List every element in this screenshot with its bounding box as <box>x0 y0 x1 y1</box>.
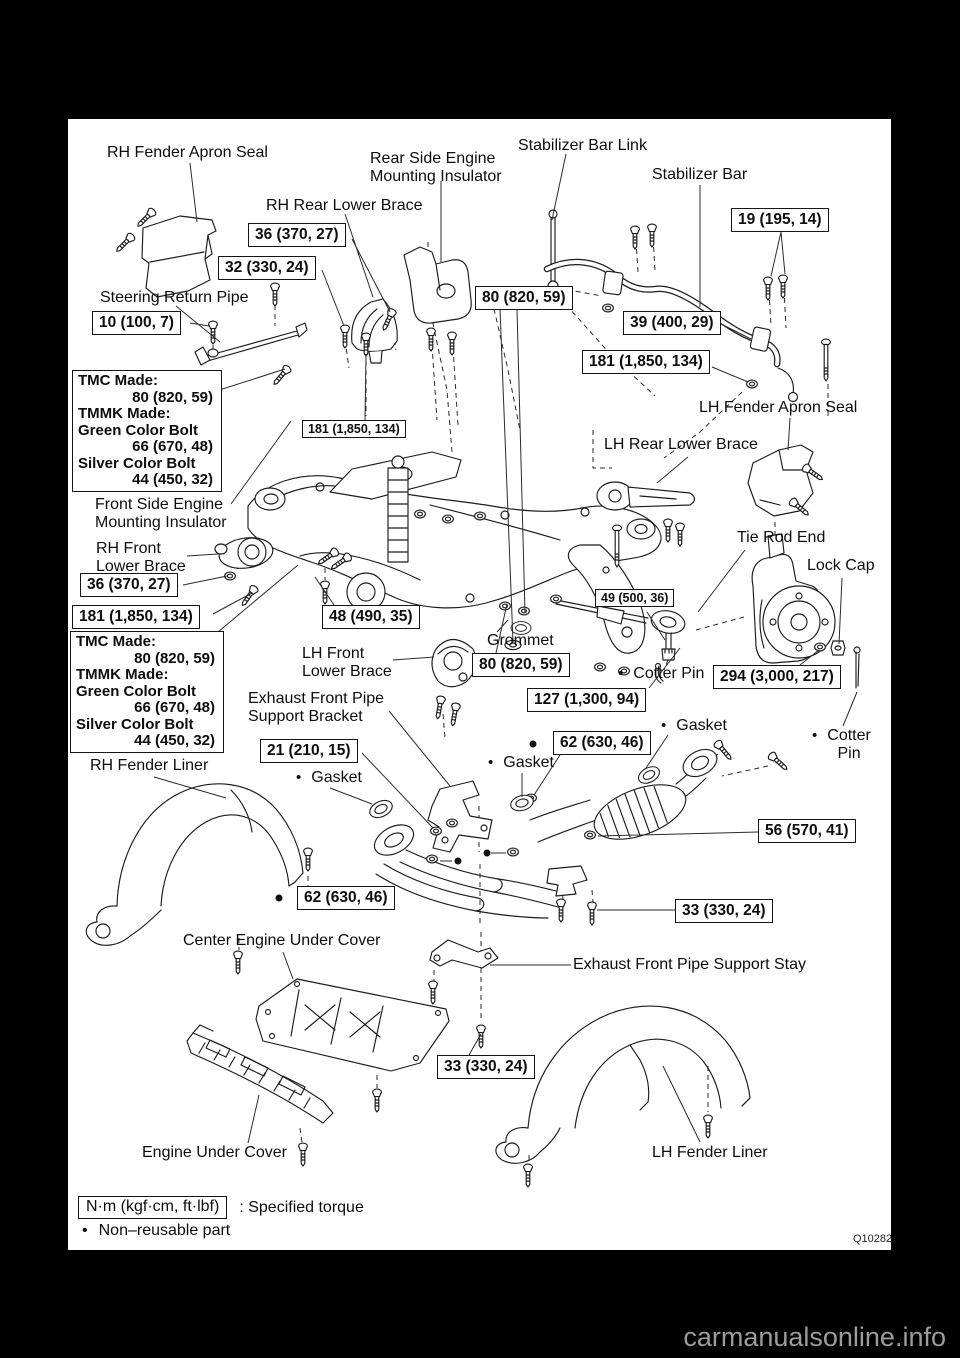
bolt-icon <box>523 1163 533 1188</box>
bolt-icon <box>426 327 436 352</box>
lh-front-lower-brace <box>431 638 477 688</box>
nut-icon <box>602 303 614 313</box>
nut-icon <box>594 662 606 672</box>
nut-icon <box>507 847 519 857</box>
bolt-icon <box>630 225 640 250</box>
bolt-icon <box>428 980 438 1005</box>
lh-fender-apron-seal <box>747 444 814 517</box>
bolt-icon <box>208 320 218 345</box>
nut-icon <box>426 854 438 864</box>
nut-icon <box>414 509 426 519</box>
grommet-icon <box>510 621 532 635</box>
steering-knuckle-rotor <box>751 533 861 689</box>
bolt-icon <box>298 1142 308 1167</box>
center-engine-under-cover <box>255 978 450 1072</box>
gasket-icon <box>635 762 663 788</box>
nut-icon <box>518 606 530 616</box>
rh-fender-liner <box>85 783 304 946</box>
exhaust-front-pipe-support-bracket <box>427 780 493 853</box>
nut-icon <box>814 642 826 652</box>
bolt-icon <box>303 847 313 872</box>
subframe-crossmember <box>247 475 662 612</box>
bolt-icon <box>703 1114 713 1139</box>
bolt-icon <box>270 282 280 307</box>
nut-icon <box>550 594 562 604</box>
bolt-icon <box>113 231 137 255</box>
bolt-icon <box>647 223 657 248</box>
bolt-icon <box>340 324 350 349</box>
rh-front-lower-brace <box>214 537 274 569</box>
gasket-icon <box>366 796 396 822</box>
bolt-icon <box>372 1088 382 1113</box>
nut-icon <box>499 601 511 611</box>
exhaust-front-pipe-support-stay <box>429 939 499 969</box>
bolt-icon <box>778 274 788 299</box>
nut-icon <box>442 514 454 524</box>
nut-icon <box>584 830 596 840</box>
rh-fender-apron-seal <box>141 215 217 298</box>
nut-icon <box>746 379 758 389</box>
bolt-icon <box>447 331 457 356</box>
bolt-icon <box>432 694 447 721</box>
bolt-icon <box>447 701 462 728</box>
steering-gear <box>329 451 462 563</box>
rear-side-engine-mounting-insulator <box>403 246 472 324</box>
fasteners <box>113 206 831 1188</box>
stabilizer-bar <box>543 258 799 403</box>
bolt-icon <box>766 750 791 774</box>
engine-under-cover <box>186 1024 334 1124</box>
bolt-icon <box>476 1024 486 1049</box>
tie-rod <box>555 599 686 684</box>
bolt-icon <box>238 583 260 609</box>
leader-lines <box>153 153 858 1144</box>
bolt-icon <box>233 950 243 975</box>
steering-return-pipe <box>194 322 308 366</box>
bolt-icon <box>663 518 673 543</box>
bolt-icon <box>556 898 566 923</box>
stabilizer-bar-link <box>547 209 559 300</box>
nut-icon <box>430 826 442 836</box>
lh-rear-lower-brace <box>596 481 696 511</box>
nut-icon <box>446 818 458 828</box>
bolt-icon <box>270 363 293 388</box>
exhaust-front-pipe <box>373 748 718 919</box>
nut-icon <box>618 666 630 676</box>
bolt-icon <box>675 522 685 547</box>
nut-icon <box>474 511 486 521</box>
lh-fender-liner <box>495 1005 751 1164</box>
bolt-icon <box>821 338 831 382</box>
lower-control-arm <box>567 544 646 654</box>
bolt-icon <box>763 276 773 301</box>
parts-artwork <box>85 209 861 1164</box>
bolt-icon <box>587 901 597 926</box>
